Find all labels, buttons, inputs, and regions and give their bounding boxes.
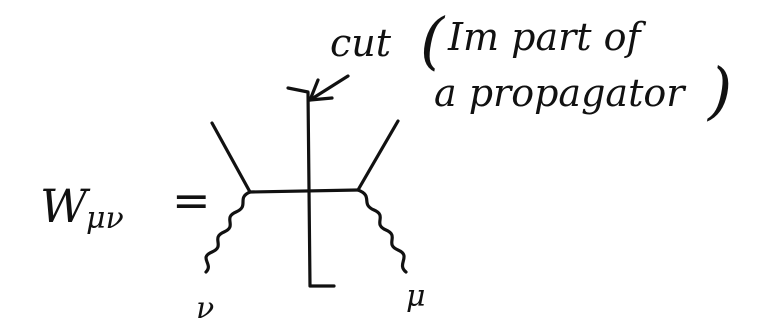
equals-sign: = bbox=[172, 173, 211, 227]
left-quark-line bbox=[210, 121, 252, 194]
annotation-line-2: Im part of bbox=[447, 15, 646, 59]
lhs-symbol: W bbox=[40, 179, 91, 233]
right-quark-line bbox=[356, 119, 400, 192]
cut-arrow-head bbox=[308, 78, 334, 102]
annotation-cut: cut bbox=[330, 21, 392, 65]
right-boson-wavy-line bbox=[356, 188, 408, 274]
internal-propagator bbox=[248, 188, 360, 194]
cut-line bbox=[286, 86, 336, 288]
cut-arrow-shaft bbox=[308, 74, 350, 102]
label-mu: μ bbox=[406, 279, 426, 314]
feynman-diagram bbox=[204, 86, 408, 288]
annotation-paren-open: ( bbox=[420, 4, 446, 77]
cut-arrow bbox=[308, 74, 350, 102]
lhs-indices: μν bbox=[86, 201, 124, 236]
annotation-paren-close: ) bbox=[706, 54, 732, 127]
left-boson-wavy-line bbox=[204, 190, 252, 274]
annotation-line-3: a propagator bbox=[434, 71, 687, 115]
label-nu: ν bbox=[196, 291, 214, 326]
